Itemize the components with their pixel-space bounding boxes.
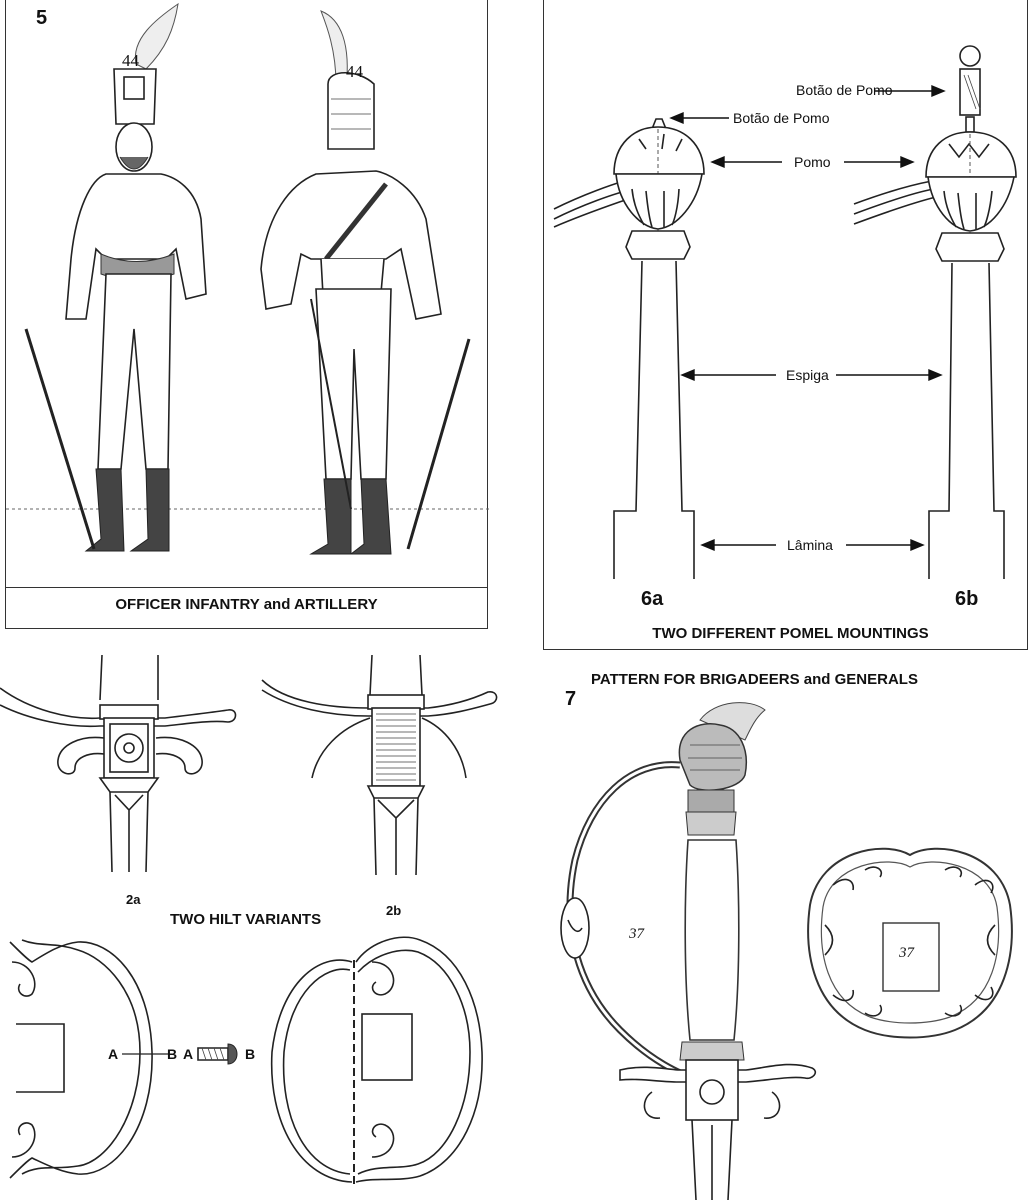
figure-5-caption: OFFICER INFANTRY and ARTILLERY [115,596,378,613]
figure-7-caption: PATTERN FOR BRIGADEERS and GENERALS [591,671,918,688]
screw-drawing [197,1043,238,1065]
variant-6a-label: 6a [641,588,664,610]
label-pomo: Pomo [794,154,831,170]
joint-label-b-left: B [167,1046,178,1062]
joint-label-a-left: A [108,1046,119,1062]
shell-mark-37: 37 [899,945,914,961]
figure-5-panel: 5 [5,0,489,629]
shell-guard-diagram [9,936,483,1184]
shell-guard-half [9,939,168,1179]
hilt-2b-drawing [261,654,498,876]
grip-mark-37: 37 [629,926,644,942]
figure-6-caption: TWO DIFFERENT POMEL MOUNTINGS [652,625,929,642]
shell-guard-assembled [270,936,483,1184]
officer-back-view [260,10,471,555]
joint-label-b-screw: B [245,1046,256,1062]
helmet-pommel [678,702,766,791]
general-sword-engraving [560,702,817,1200]
figure-5-caption-divider [6,587,487,588]
figure-5-number: 5 [36,7,48,29]
figure-6-panel: Botão de Pomo Botão de Pomo Pomo Espiga … [543,0,1028,650]
pommel-6a-drawing [553,118,705,579]
officer-engraving [6,2,489,555]
label-espiga: Espiga [786,367,829,383]
label-botao-de-pomo-top: Botão de Pomo [796,82,893,98]
label-arrows [669,84,946,552]
joint-label-a-screw: A [183,1046,194,1062]
variant-6b-label: 6b [955,588,979,610]
hilt-variants-diagram [0,654,498,876]
variant-2a-label: 2a [126,892,141,907]
pommel-diagram [553,45,1017,579]
officer-front-view [24,2,207,552]
engraving-mark-back: 44 [346,62,363,81]
label-botao-de-pomo-left: Botão de Pomo [733,110,830,126]
figure-2-caption: TWO HILT VARIANTS [170,911,322,928]
label-lamina: Lâmina [787,537,833,553]
variant-2b-label: 2b [386,903,402,918]
engraving-mark-front: 44 [122,51,139,70]
figure-7-number: 7 [565,688,577,710]
pommel-6b-drawing [853,45,1017,579]
hilt-2a-drawing [0,654,237,873]
ornate-shell-guard [807,847,1013,1039]
